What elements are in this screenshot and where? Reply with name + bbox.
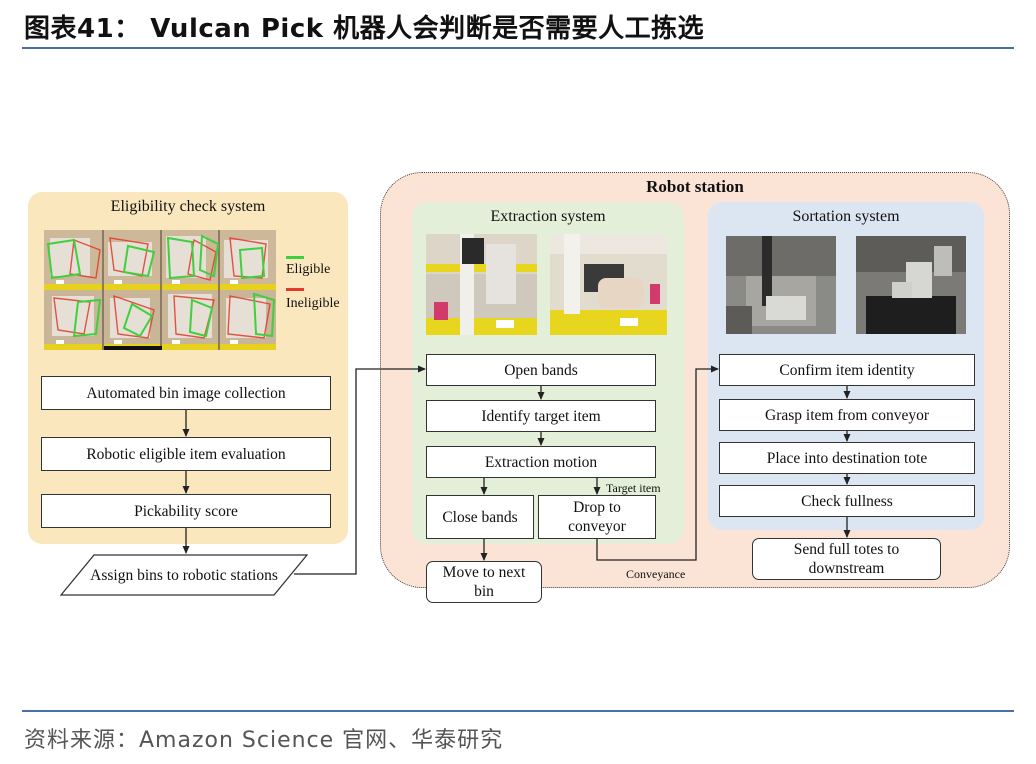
step-identify-target-item: Identify target item <box>426 400 656 432</box>
step-grasp-item-from-conveyor: Grasp item from conveyor <box>719 399 975 431</box>
conveyance-label: Conveyance <box>626 567 686 581</box>
source-rule <box>22 710 1014 712</box>
step-open-bands: Open bands <box>426 354 656 386</box>
step-check-fullness: Check fullness <box>719 485 975 517</box>
bin-image-photo <box>44 230 276 350</box>
step-extraction-motion: Extraction motion <box>426 446 656 478</box>
extraction-title: Extraction system <box>490 208 606 225</box>
eligible-legend-line <box>286 256 304 259</box>
assign-bins-label: Assign bins to robotic stations <box>90 566 278 584</box>
step-send-full-totes: Send full totes to downstream <box>752 538 941 580</box>
step-automated-bin-image-collection: Automated bin image collection <box>41 376 331 410</box>
step-confirm-item-identity: Confirm item identity <box>719 354 975 386</box>
extraction-photo-2 <box>550 234 667 335</box>
step-place-into-destination-tote: Place into destination tote <box>719 442 975 474</box>
sortation-title: Sortation system <box>792 208 900 225</box>
title-rule <box>22 47 1014 49</box>
assign-bins-parallelogram: Assign bins to robotic stations <box>60 554 308 596</box>
robot-station-title: Robot station <box>646 177 744 196</box>
step-drop-to-conveyor: Drop to conveyor <box>538 495 656 539</box>
ineligible-legend-line <box>286 288 304 291</box>
sortation-photo-2 <box>856 236 966 334</box>
figure-source: 资料来源：Amazon Science 官网、华泰研究 <box>24 728 504 753</box>
target-item-label: Target item <box>606 481 661 495</box>
ineligible-legend-label: Ineligible <box>286 296 340 311</box>
eligible-legend-label: Eligible <box>286 262 331 277</box>
step-move-to-next-bin: Move to next bin <box>426 561 542 603</box>
step-pickability-score: Pickability score <box>41 494 331 528</box>
step-robotic-eligible-item-evaluation: Robotic eligible item evaluation <box>41 437 331 471</box>
figure-title: 图表41： Vulcan Pick 机器人会判断是否需要人工拣选 <box>24 14 705 44</box>
eligibility-title: Eligibility check system <box>110 198 266 215</box>
sortation-photo-1 <box>726 236 836 334</box>
step-close-bands: Close bands <box>426 495 534 539</box>
extraction-photo-1 <box>426 234 537 335</box>
